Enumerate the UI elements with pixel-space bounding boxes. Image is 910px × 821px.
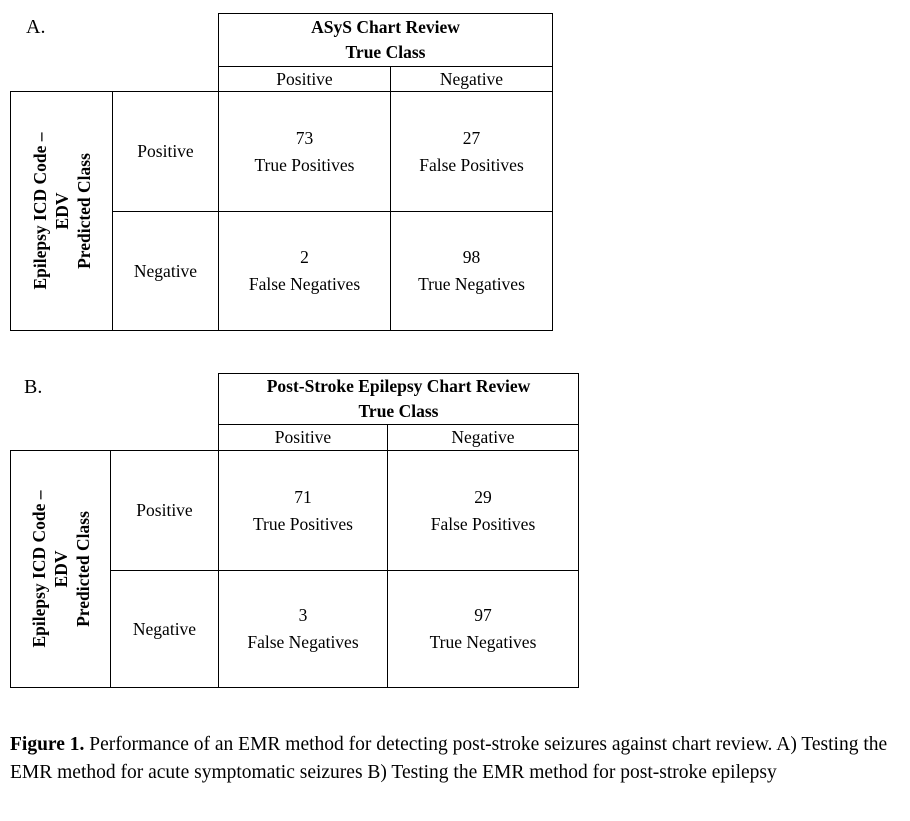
matrix-a-tp-value: 73 — [295, 127, 314, 148]
matrix-b-tn-value: 97 — [474, 605, 492, 625]
matrix-a-title: ASyS Chart Review True Class — [218, 13, 553, 67]
matrix-b-cell-true-positives: 71 True Positives — [218, 450, 388, 571]
matrix-b-side-label-line2: EDV — [50, 550, 71, 588]
matrix-b-cell-false-positives: 29 False Positives — [387, 450, 579, 571]
matrix-a-fp-label: False Positives — [419, 154, 524, 175]
matrix-b-title-line1: Post-Stroke Epilepsy Chart Review — [266, 376, 531, 396]
matrix-b-col-header-positive: Positive — [218, 424, 388, 451]
matrix-b-title: Post-Stroke Epilepsy Chart Review True C… — [218, 373, 579, 425]
matrix-b-fn-value: 3 — [298, 605, 308, 625]
matrix-a-cell-false-positives: 27 False Positives — [390, 91, 553, 212]
matrix-a-title-line2: True Class — [345, 42, 426, 62]
matrix-b-row-header-negative: Negative — [110, 570, 219, 688]
matrix-a-fn-label: False Negatives — [248, 274, 361, 294]
matrix-a-side-label-line2: EDV — [51, 192, 72, 230]
matrix-a-tn-label: True Negatives — [418, 274, 525, 294]
matrix-a-cell-true-positives: 73 True Positives — [218, 91, 391, 212]
confusion-matrix-a: ASyS Chart Review True Class Positive Ne… — [10, 13, 553, 331]
matrix-a-fp-value: 27 — [462, 127, 481, 148]
matrix-a-side-label-text: Epilepsy ICD Code – EDV Predicted Class — [29, 132, 95, 289]
matrix-b-tp-label: True Positives — [252, 513, 353, 534]
matrix-b-col-header-negative: Negative — [387, 424, 579, 451]
matrix-b-tn-label: True Negatives — [429, 632, 537, 652]
matrix-b-tp-value: 71 — [294, 486, 312, 507]
panel-b-label: B. — [24, 376, 43, 398]
matrix-b-row-header-positive: Positive — [110, 450, 219, 571]
figure-caption: Figure 1. Performance of an EMR method f… — [10, 731, 901, 787]
matrix-a-blank-corner — [11, 14, 219, 67]
confusion-matrix-b: Post-Stroke Epilepsy Chart Review True C… — [10, 373, 579, 688]
matrix-b-fp-value: 29 — [474, 486, 492, 507]
matrix-b-side-label-line3: Predicted Class — [72, 511, 93, 627]
figure-caption-number: Figure 1. — [10, 734, 85, 755]
matrix-b-title-line2: True Class — [358, 401, 439, 421]
matrix-a-side-label-line3: Predicted Class — [73, 153, 94, 269]
matrix-a-side-label: Epilepsy ICD Code – EDV Predicted Class — [10, 91, 113, 331]
figure-caption-text: Performance of an EMR method for detecti… — [10, 734, 888, 783]
matrix-a-col-header-positive: Positive — [218, 66, 391, 92]
matrix-a-col-header-negative: Negative — [390, 66, 553, 92]
panel-a-label: A. — [26, 16, 46, 38]
matrix-b-fp-label: False Positives — [430, 513, 536, 534]
matrix-a-cell-true-negatives: 98 True Negatives — [390, 211, 553, 331]
matrix-b-cell-false-negatives: 3 False Negatives — [218, 570, 388, 688]
matrix-a-cell-false-negatives: 2 False Negatives — [218, 211, 391, 331]
matrix-a-row-header-positive: Positive — [112, 91, 219, 212]
matrix-b-side-label: Epilepsy ICD Code – EDV Predicted Class — [10, 450, 111, 688]
matrix-a-side-label-line1: Epilepsy ICD Code – — [29, 132, 50, 290]
matrix-a-blank-corner2 — [11, 67, 219, 92]
matrix-b-side-label-text: Epilepsy ICD Code – EDV Predicted Class — [28, 490, 94, 647]
matrix-a-fn-value: 2 — [300, 247, 309, 267]
matrix-b-cell-true-negatives: 97 True Negatives — [387, 570, 579, 688]
matrix-a-row-header-negative: Negative — [112, 211, 219, 331]
matrix-a-tp-label: True Positives — [254, 154, 355, 175]
matrix-b-blank-corner2 — [11, 425, 219, 451]
matrix-b-side-label-line1: Epilepsy ICD Code – — [28, 490, 49, 648]
matrix-b-fn-label: False Negatives — [247, 632, 359, 652]
matrix-b-blank-corner — [11, 374, 219, 425]
matrix-a-title-line1: ASyS Chart Review — [311, 17, 460, 37]
matrix-a-tn-value: 98 — [462, 247, 481, 267]
